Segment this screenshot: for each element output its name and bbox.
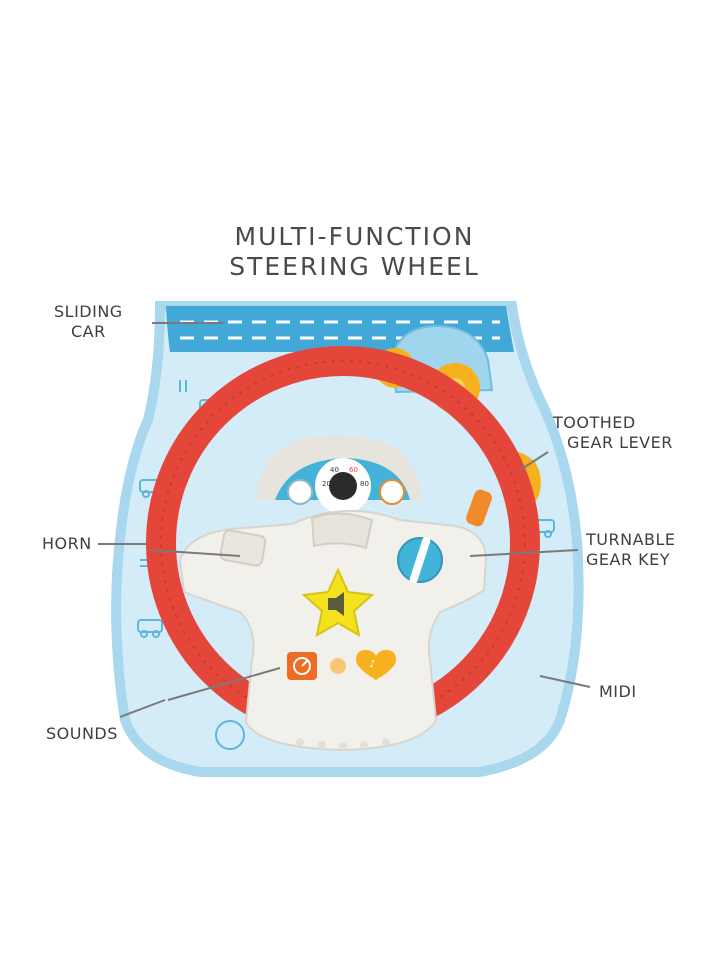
callout-toothed-gear-lever-line1: TOOTHED	[553, 413, 636, 432]
callout-turnable-gear-key: TURNABLE GEAR KEY	[586, 530, 676, 570]
callout-horn-line1: HORN	[42, 534, 92, 553]
callout-turnable-gear-key-line1: TURNABLE	[586, 530, 676, 549]
callout-sounds: SOUNDS	[46, 724, 118, 744]
callout-turnable-gear-key-line2: GEAR KEY	[586, 550, 671, 569]
gauge-number: 80	[360, 480, 369, 488]
sounds-button[interactable]	[287, 652, 317, 680]
callout-toothed-gear-lever-line2: GEAR LEVER	[567, 433, 673, 452]
horn-star-button[interactable]	[301, 567, 375, 637]
callout-lines	[98, 322, 591, 718]
callout-horn: HORN	[42, 534, 92, 554]
callout-sliding-car-line1: SLIDING	[54, 302, 123, 321]
callout-sliding-car-line2: CAR	[70, 322, 106, 341]
turnable-gear-key[interactable]	[397, 536, 443, 584]
midi-heart-button[interactable]: ♪	[356, 650, 396, 680]
svg-text:♪: ♪	[369, 659, 375, 670]
dashboard-gauge: 20 40 60 80	[255, 435, 422, 514]
indicator-light	[330, 658, 346, 674]
gauge-number: 60	[349, 466, 358, 474]
gauge-number: 40	[330, 466, 339, 474]
callout-sounds-line1: SOUNDS	[46, 724, 118, 743]
callout-toothed-gear-lever: TOOTHED GEAR LEVER	[553, 413, 673, 453]
title-line-1: MULTI-FUNCTION	[234, 222, 475, 251]
callout-midi-line1: MIDI	[599, 682, 637, 701]
callout-midi: MIDI	[599, 682, 637, 702]
gauge-number: 20	[322, 480, 331, 488]
product-title: MULTI-FUNCTION STEERING WHEEL	[0, 222, 709, 282]
callout-sliding-car: SLIDING CAR	[54, 302, 123, 342]
title-line-2: STEERING WHEEL	[229, 252, 480, 281]
